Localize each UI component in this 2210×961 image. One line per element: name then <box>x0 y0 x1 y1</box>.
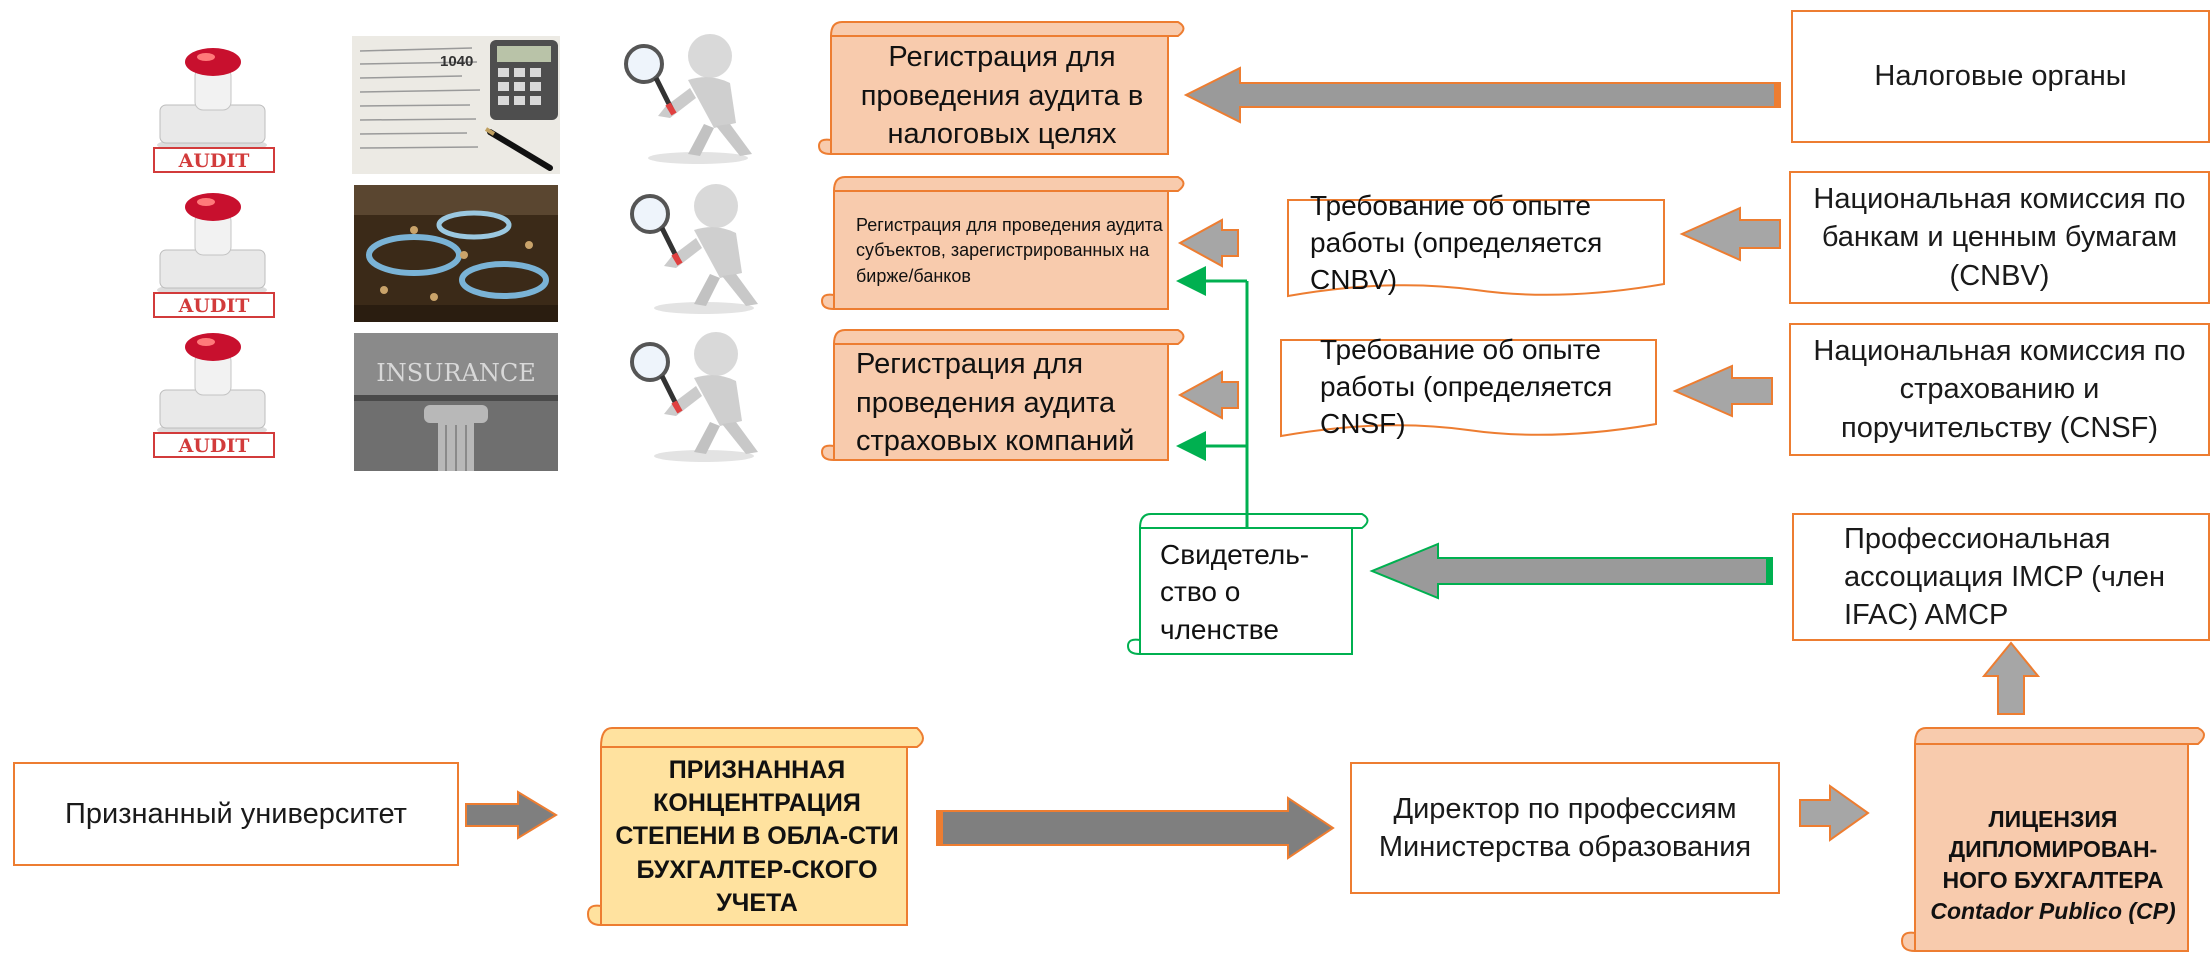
degree-scroll: ПРИЗНАННАЯ КОНЦЕНТРАЦИЯ СТЕПЕНИ В ОБЛА-С… <box>612 749 902 925</box>
cnbv-commission-box: Национальная комиссия по банкам и ценным… <box>1789 171 2210 304</box>
reg-insurance-scroll: Регистрация для проведения аудита страхо… <box>856 346 1168 460</box>
membership-label: Свидетель-ство о членстве <box>1160 539 1310 645</box>
req-cnsf-box: Требование об опыте работы (определяется… <box>1310 332 1650 443</box>
form-number-label: 1040 <box>440 53 473 70</box>
scroll-shape-reg-exchange <box>820 176 1185 311</box>
reg-exchange-label: Регистрация для проведения аудита субъек… <box>856 215 1163 286</box>
license-scroll: ЛИЦЕНЗИЯ ДИПЛОМИРОВАН-НОГО БУХГАЛТЕРА Co… <box>1920 780 2186 950</box>
audit-stamp-label: AUDIT <box>178 435 250 457</box>
stock-exchange-photo <box>354 185 558 322</box>
arrow-req-cnbv-to-reg <box>1177 218 1239 268</box>
arrow-ministry-to-license <box>1799 784 1870 842</box>
cnbv-commission-label: Национальная комиссия по банкам и ценным… <box>1813 183 2186 292</box>
arrow-req-cnsf-to-reg <box>1177 370 1239 420</box>
arrow-imcp-to-membership <box>1369 542 1773 600</box>
degree-label: ПРИЗНАННАЯ КОНЦЕНТРАЦИЯ СТЕПЕНИ В ОБЛА-С… <box>615 755 899 917</box>
wave-shape-req-cnsf <box>1280 339 1657 438</box>
audit-stamp-label: AUDIT <box>178 150 250 172</box>
tax-authorities-label: Налоговые органы <box>1874 60 2127 93</box>
ministry-box: Директор по профессиям Министерства обра… <box>1350 762 1780 894</box>
audit-stamp-icon: AUDIT <box>153 48 275 173</box>
imcp-association-box: Профессиональная ассоциация IMCP (член I… <box>1792 513 2210 641</box>
tax-authorities-box: Налоговые органы <box>1791 10 2210 143</box>
audit-stamp-label: AUDIT <box>178 295 250 317</box>
arrow-tax-to-reg <box>1183 66 1781 124</box>
imcp-association-label: Профессиональная ассоциация IMCP (член I… <box>1844 522 2165 632</box>
audit-stamp-icon: AUDIT <box>153 333 275 458</box>
arrow-degree-to-ministry <box>936 796 1335 860</box>
tax-form-photo: 1040 <box>352 36 560 174</box>
req-cnsf-label: Требование об опыте работы (определяется… <box>1320 334 1613 439</box>
req-cnbv-box: Требование об опыте работы (определяется… <box>1300 188 1660 299</box>
reg-tax-label: Регистрация для проведения аудита в нало… <box>860 41 1144 151</box>
university-label: Признанный университет <box>65 797 407 830</box>
magnifier-figure-icon <box>624 34 752 164</box>
reg-tax-scroll: Регистрация для проведения аудита в нало… <box>840 38 1164 154</box>
magnifier-figure-icon <box>630 332 758 462</box>
green-connector <box>1176 266 1249 528</box>
cnsf-commission-box: Национальная комиссия по страхованию и п… <box>1789 323 2210 456</box>
scroll-shape-degree <box>586 727 924 927</box>
reg-exchange-scroll: Регистрация для проведения аудита субъек… <box>856 193 1168 309</box>
reg-insurance-label: Регистрация для проведения аудита страхо… <box>856 348 1135 458</box>
insurance-building-photo: INSURANCE <box>354 333 558 471</box>
ministry-label: Директор по профессиям Министерства обра… <box>1378 792 1752 863</box>
membership-scroll: Свидетель-ство о членстве <box>1160 530 1340 654</box>
university-box: Признанный университет <box>13 762 459 866</box>
arrow-cnbv-to-req <box>1679 206 1781 262</box>
arrow-university-to-degree <box>465 790 558 840</box>
insurance-sign-label: INSURANCE <box>376 359 535 387</box>
scroll-shape-reg-tax <box>817 21 1185 156</box>
audit-stamp-icon: AUDIT <box>153 193 275 318</box>
license-main-label: ЛИЦЕНЗИЯ ДИПЛОМИРОВАН-НОГО БУХГАЛТЕРА <box>1942 805 2164 893</box>
arrow-cnsf-to-req <box>1672 364 1773 418</box>
cnsf-commission-label: Национальная комиссия по страхованию и п… <box>1813 335 2186 444</box>
req-cnbv-label: Требование об опыте работы (определяется… <box>1310 190 1603 295</box>
arrow-license-to-imcp <box>1981 641 2041 715</box>
scroll-shape-license <box>1900 727 2205 953</box>
scroll-shape-membership <box>1126 513 1369 656</box>
scroll-shape-reg-insurance <box>820 329 1185 462</box>
license-cp-label: Contador Publico (CP) <box>1930 897 2176 924</box>
magnifier-figure-icon <box>630 184 758 314</box>
wave-shape-req-cnbv <box>1287 199 1665 298</box>
